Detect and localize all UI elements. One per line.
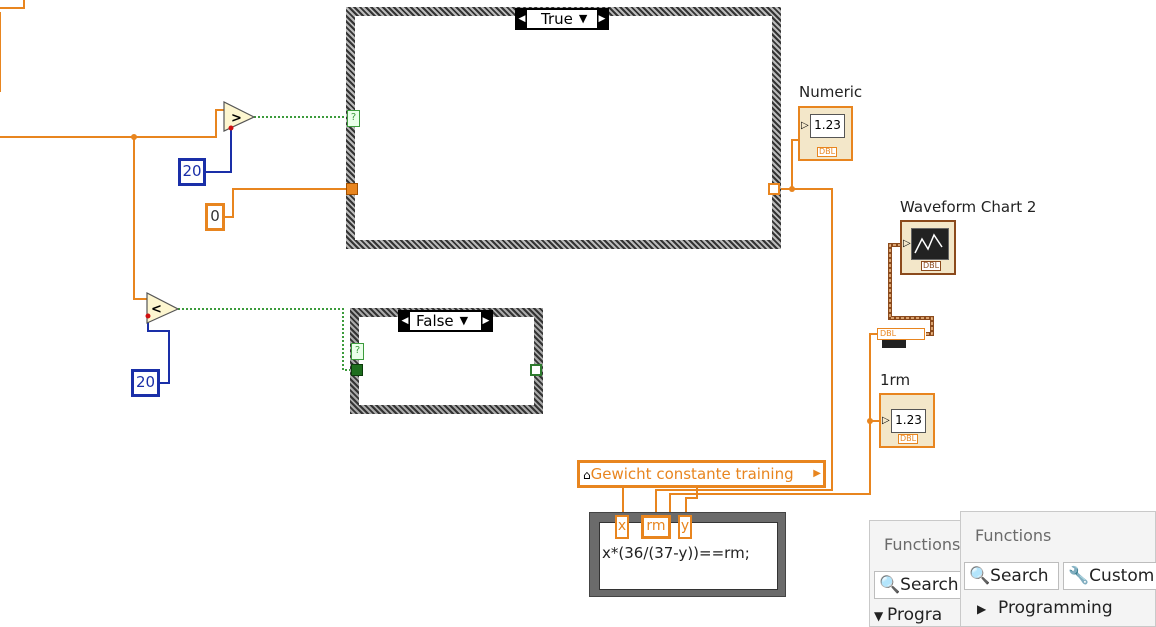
case-prev-arrow-icon[interactable]: ◀ — [517, 10, 527, 28]
input-arrow-icon: ▷ — [903, 238, 911, 249]
boolean-input-tunnel[interactable] — [351, 364, 363, 376]
less-than-primitive — [146, 292, 180, 324]
formula-node[interactable]: x*(36/(37-y))==rm; x rm y — [589, 512, 786, 597]
case-selector-terminal[interactable]: ? — [351, 343, 364, 360]
input-arrow-icon: ▷ — [882, 415, 890, 426]
formula-input-y[interactable]: y — [678, 515, 692, 539]
case-next-arrow-icon[interactable]: ▶ — [481, 312, 491, 330]
numeric-constant-0[interactable]: 0 — [205, 203, 225, 231]
wrench-icon: 🔧 — [1068, 566, 1090, 586]
global-variable[interactable]: ⌂Gewicht constante training ▶ — [577, 460, 826, 488]
search-icon: 🔍 — [879, 575, 901, 595]
palette-item-programming[interactable]: ▶ Programming — [977, 598, 1113, 618]
numeric-constant-20-upper[interactable]: 20 — [178, 158, 206, 186]
case-next-arrow-icon[interactable]: ▶ — [597, 10, 607, 28]
numeric-indicator-label: Numeric — [799, 83, 863, 101]
expand-arrow-icon[interactable]: ▶ — [977, 602, 991, 616]
rm-indicator[interactable]: ▷ 1.23 DBL — [879, 393, 935, 448]
formula-input-x[interactable]: x — [615, 515, 629, 539]
palette-title: Functions — [975, 526, 1052, 545]
output-tunnel[interactable] — [768, 183, 780, 195]
formula-expression[interactable]: x*(36/(37-y))==rm; — [602, 544, 750, 562]
bundle-icon — [882, 339, 906, 348]
input-arrow-icon: ▷ — [801, 120, 809, 131]
search-button[interactable]: 🔍Search — [874, 571, 974, 599]
svg-text:>: > — [231, 111, 242, 126]
case-selector-true[interactable]: ◀ True ▼ ▶ — [515, 8, 609, 30]
home-icon: ⌂ — [583, 468, 591, 482]
palette-title: Functions — [884, 535, 961, 554]
dropdown-icon[interactable]: ▼ — [578, 12, 588, 25]
palette-item-programming[interactable]: ▼ Progra — [874, 605, 943, 625]
waveform-chart-indicator[interactable]: ▷ DBL — [900, 220, 956, 275]
search-icon: 🔍 — [969, 566, 991, 586]
waveform-chart-icon — [911, 228, 949, 260]
right-arrow-icon: ▶ — [813, 468, 821, 479]
numeric-constant-20-lower[interactable]: 20 — [131, 369, 160, 397]
bundle-node[interactable]: DBL — [877, 328, 925, 348]
greater-than-primitive — [223, 101, 256, 132]
svg-text:<: < — [151, 302, 162, 317]
input-tunnel[interactable] — [346, 183, 358, 195]
numeric-indicator[interactable]: ▷ 1.23 DBL — [798, 106, 853, 161]
functions-palette-front[interactable]: Functions 🔍Search 🔧Custom ▶ Programming — [960, 511, 1156, 627]
waveform-chart-label: Waveform Chart 2 — [900, 198, 1037, 216]
rm-indicator-label: 1rm — [880, 371, 911, 389]
dropdown-icon[interactable]: ▼ — [459, 314, 469, 327]
formula-output-rm[interactable]: rm — [641, 515, 671, 539]
case-selector-terminal[interactable]: ? — [347, 110, 360, 127]
case-selector-false[interactable]: ◀ False ▼ ▶ — [398, 310, 493, 332]
case-prev-arrow-icon[interactable]: ◀ — [400, 312, 410, 330]
collapse-arrow-icon[interactable]: ▼ — [874, 609, 888, 623]
customize-button[interactable]: 🔧Custom — [1063, 562, 1156, 590]
boolean-output-tunnel[interactable] — [530, 364, 542, 376]
search-button[interactable]: 🔍Search — [964, 562, 1059, 590]
case-structure-true[interactable] — [346, 7, 781, 249]
